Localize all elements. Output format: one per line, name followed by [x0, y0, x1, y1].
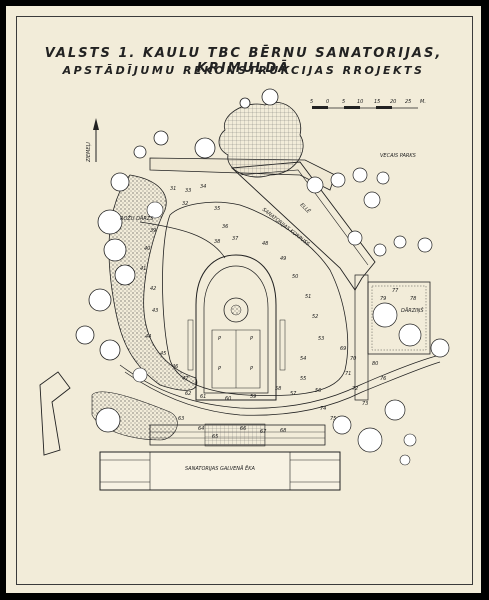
plant-number: 53: [318, 336, 324, 342]
label-rozu-darzs: DĀRZIŅŠ: [401, 307, 424, 314]
plant-number: 34: [200, 184, 206, 190]
label-vecais-parks: VECAIS PARKS: [380, 153, 417, 159]
plant-number: 69: [340, 346, 346, 352]
scale-tick: 20: [390, 99, 396, 105]
plant-number: 33: [185, 188, 191, 194]
scale-unit: M.: [420, 99, 426, 105]
plant-number: 54: [300, 356, 306, 362]
plan-title: VALSTS 1. KAULU TBC BĒRNU SANATORIJAS, K…: [44, 46, 443, 76]
central-garden-boundary: [162, 201, 349, 396]
plant-number: 76: [380, 376, 386, 382]
north-arrow-icon: [93, 118, 99, 162]
plant-number: 70: [350, 356, 356, 362]
plant-number: 75: [330, 416, 336, 422]
plant-number: 38: [214, 239, 220, 245]
plant-number: 56: [315, 388, 321, 394]
plant-number: 36: [222, 224, 228, 230]
main-building: [99, 451, 341, 491]
winding-path: [119, 221, 441, 409]
plant-number: 52: [312, 314, 318, 320]
side-building-outline: [39, 371, 71, 456]
scale-tick: 15: [374, 99, 380, 105]
plant-number: 78: [410, 296, 416, 302]
plant-number: 61: [200, 394, 206, 400]
plant-number: 64: [198, 426, 204, 432]
label-rozu-darzs-left: ROŽU DĀRZS: [120, 214, 154, 222]
plant-number: 41: [140, 266, 146, 272]
plant-number: 46: [172, 364, 178, 370]
label-elle: ELLĒ: [299, 201, 313, 215]
label-p: P: [250, 336, 253, 342]
plant-number: 35: [214, 206, 220, 212]
label-p: P: [250, 366, 253, 372]
plant-number: 74: [320, 406, 326, 412]
plant-number: 68: [280, 428, 286, 434]
plant-number: 55: [300, 376, 306, 382]
north-label: ZIEMEĻI: [86, 142, 92, 163]
plant-number: 44: [145, 334, 151, 340]
plant-number: 60: [225, 396, 231, 402]
plant-number: 49: [280, 256, 286, 262]
plant-number: 45: [160, 351, 166, 357]
plant-number: 32: [182, 201, 188, 207]
scale-tick: 0: [326, 99, 329, 105]
scale-ticks: 5 0 5 10 15 20 25 M.: [310, 99, 426, 105]
plant-number: 39: [150, 228, 156, 234]
plant-number: 58: [275, 386, 281, 392]
plant-number: 57: [290, 391, 297, 397]
scale-bar: [312, 106, 418, 109]
plant-number: 47: [182, 376, 189, 382]
scale-tick: 5: [342, 99, 345, 105]
plant-number: 71: [345, 371, 351, 377]
plant-numbers: 31 32 33 34 35 36 37 38 39 40 41 42 43 44 45 46 47 48 49 50…: [140, 184, 416, 440]
plant-number: 48: [262, 241, 268, 247]
plant-number: 79: [380, 296, 386, 302]
top-tree-cluster: [218, 102, 304, 178]
formal-garden: [187, 254, 286, 401]
right-road: [354, 274, 369, 401]
plant-number: 62: [185, 391, 191, 397]
plant-number: 66: [240, 426, 246, 432]
label-main-building: SANATORIJAS GALVENĀ ĒKA: [185, 465, 255, 472]
plant-number: 73: [362, 401, 368, 407]
plant-number: 67: [260, 429, 267, 435]
rose-garden-box: [367, 281, 431, 355]
label-p: P: [218, 336, 221, 342]
plant-number: 43: [152, 308, 158, 314]
plant-number: 80: [372, 361, 378, 367]
plant-number: 59: [250, 394, 256, 400]
plant-number: 72: [352, 386, 358, 392]
plant-number: 40: [144, 246, 150, 252]
plant-number: 63: [178, 416, 184, 422]
scale-tick: 25: [405, 99, 411, 105]
plant-number: 31: [170, 186, 176, 192]
lower-terrace: [149, 423, 326, 447]
plan-subtitle: APSTĀDĪJUMU REKONSTRUKCIJAS RROJEKTS: [62, 64, 425, 77]
scale-tick: 10: [357, 99, 363, 105]
plant-number: 50: [292, 274, 298, 280]
scale-tick: 5: [310, 99, 313, 105]
plant-number: 42: [150, 286, 156, 292]
plant-number: 37: [232, 236, 239, 242]
drawing-frame: [16, 16, 473, 585]
plant-number: 51: [305, 294, 311, 300]
label-p: P: [218, 366, 221, 372]
plant-number: 65: [212, 434, 218, 440]
diagonal-terrace: [230, 161, 376, 291]
plant-number: 77: [392, 288, 399, 294]
